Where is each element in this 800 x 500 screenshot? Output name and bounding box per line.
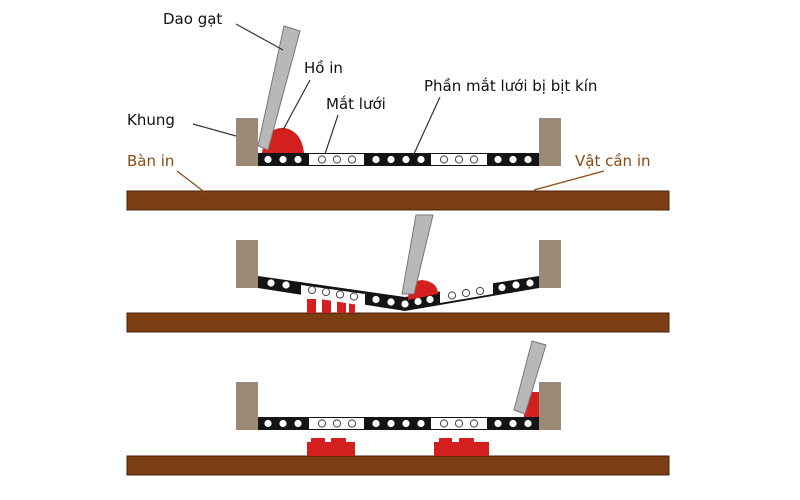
stage-1 bbox=[126, 25, 670, 211]
stage-3 bbox=[126, 340, 670, 476]
leader-squeegee bbox=[235, 23, 284, 51]
label-substrate: Vật cần in bbox=[575, 152, 651, 170]
printed-ink-3 bbox=[307, 438, 489, 456]
mesh-3 bbox=[258, 417, 539, 430]
printed-ink-2 bbox=[307, 299, 355, 313]
leader-frame bbox=[192, 123, 237, 137]
stage-2 bbox=[126, 214, 670, 333]
squeegee-2 bbox=[401, 214, 434, 295]
frame-left-3 bbox=[236, 382, 258, 430]
leader-ink bbox=[282, 79, 311, 131]
squeegee-1 bbox=[257, 25, 301, 151]
print-table-2 bbox=[126, 312, 670, 333]
frame-right-2 bbox=[539, 240, 561, 288]
leader-substrate bbox=[533, 170, 605, 191]
print-table-3 bbox=[126, 455, 670, 476]
frame-left-1 bbox=[236, 118, 258, 166]
frame-right-1 bbox=[539, 118, 561, 166]
label-mesh: Mắt lưới bbox=[326, 95, 386, 113]
label-print-table: Bàn in bbox=[127, 152, 174, 170]
mesh-2 bbox=[258, 276, 539, 311]
leader-mesh bbox=[324, 114, 339, 155]
label-frame: Khung bbox=[127, 111, 175, 129]
label-ink: Hồ in bbox=[304, 59, 343, 77]
leader-lines bbox=[192, 23, 441, 157]
leader-table bbox=[176, 170, 208, 195]
frame-left-2 bbox=[236, 240, 258, 288]
label-squeegee: Dao gạt bbox=[163, 10, 222, 28]
label-blocked-mesh: Phần mắt lưới bị bịt kín bbox=[424, 77, 597, 95]
print-table-1 bbox=[126, 190, 670, 211]
leader-blocked bbox=[412, 96, 441, 157]
leader-lines-brown bbox=[176, 170, 605, 195]
frame-right-3 bbox=[539, 382, 561, 430]
squeegee-3 bbox=[513, 340, 547, 415]
mesh-1 bbox=[258, 153, 539, 166]
